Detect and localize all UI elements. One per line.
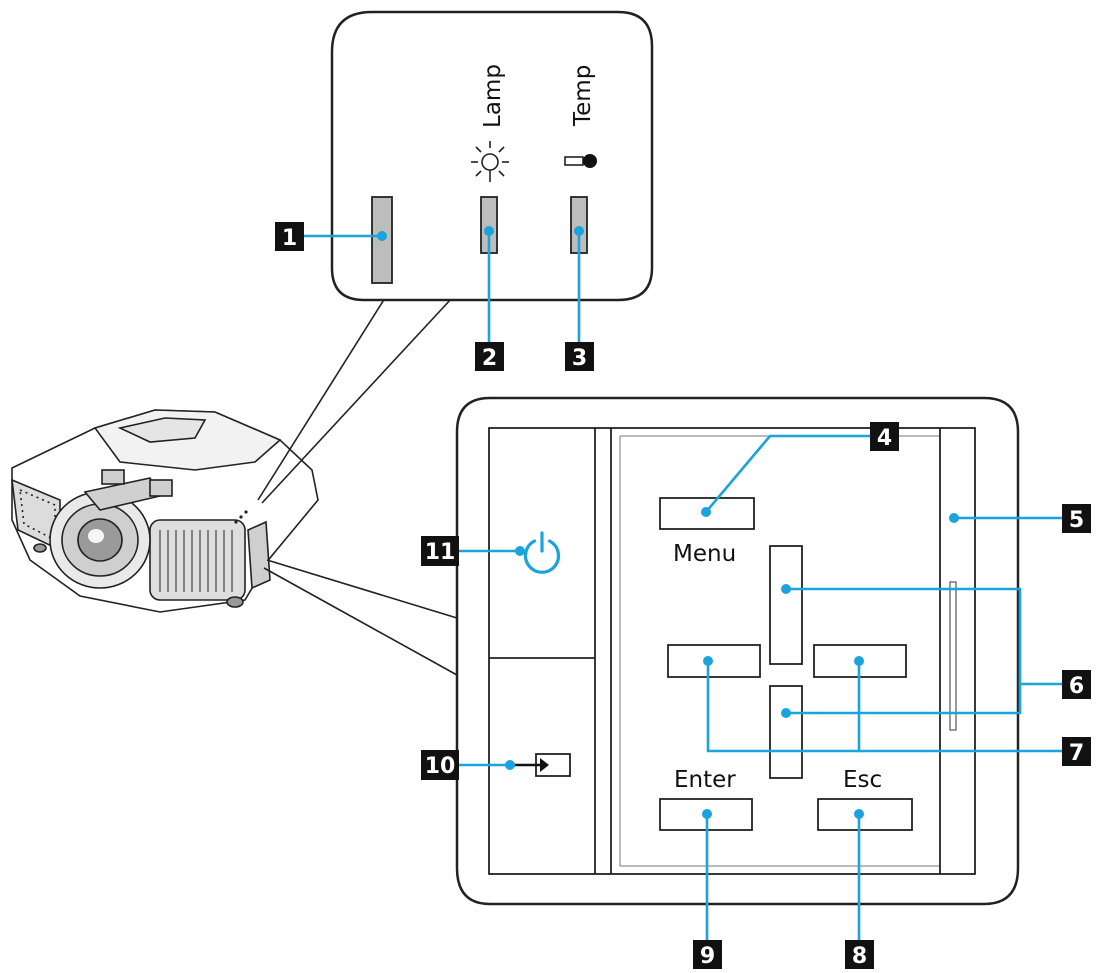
svg-text:7: 7 xyxy=(1069,741,1084,766)
callout-8: 8 xyxy=(845,940,874,969)
projector-illustration xyxy=(11,409,319,613)
callout-5: 5 xyxy=(1062,504,1091,533)
zoom-lines xyxy=(257,297,458,676)
svg-text:2: 2 xyxy=(482,346,497,371)
svg-text:3: 3 xyxy=(572,346,587,371)
source-icon[interactable] xyxy=(510,753,571,777)
lamp-icon xyxy=(471,141,509,182)
svg-text:8: 8 xyxy=(852,944,867,969)
up-button[interactable] xyxy=(769,545,803,665)
callout-3: 3 xyxy=(565,342,594,371)
leader-lines xyxy=(304,231,1062,940)
power-icon[interactable] xyxy=(523,531,561,574)
menu-label: Menu xyxy=(673,541,736,567)
temp-label: Temp xyxy=(570,65,596,127)
lamp-label: Lamp xyxy=(480,64,506,128)
callout-1: 1 xyxy=(275,222,304,251)
svg-text:5: 5 xyxy=(1069,508,1084,533)
svg-text:9: 9 xyxy=(700,944,715,969)
svg-text:10: 10 xyxy=(425,754,456,779)
callout-2: 2 xyxy=(475,342,504,371)
callout-10: 10 xyxy=(421,750,459,780)
callout-4: 4 xyxy=(870,422,899,451)
temp-icon xyxy=(564,154,597,168)
svg-text:1: 1 xyxy=(282,226,297,251)
callout-11: 11 xyxy=(421,536,459,566)
esc-label: Esc xyxy=(843,767,882,793)
callout-6: 6 xyxy=(1062,670,1091,699)
leader-dots xyxy=(377,226,959,819)
svg-text:11: 11 xyxy=(425,540,456,565)
callout-7: 7 xyxy=(1062,737,1091,766)
svg-text:4: 4 xyxy=(877,426,892,451)
callout-9: 9 xyxy=(693,940,722,969)
svg-text:6: 6 xyxy=(1069,674,1084,699)
esc-button[interactable] xyxy=(817,798,913,831)
enter-label: Enter xyxy=(674,767,736,793)
menu-button[interactable] xyxy=(659,497,755,530)
down-button[interactable] xyxy=(769,685,803,779)
left-button[interactable] xyxy=(667,644,761,678)
